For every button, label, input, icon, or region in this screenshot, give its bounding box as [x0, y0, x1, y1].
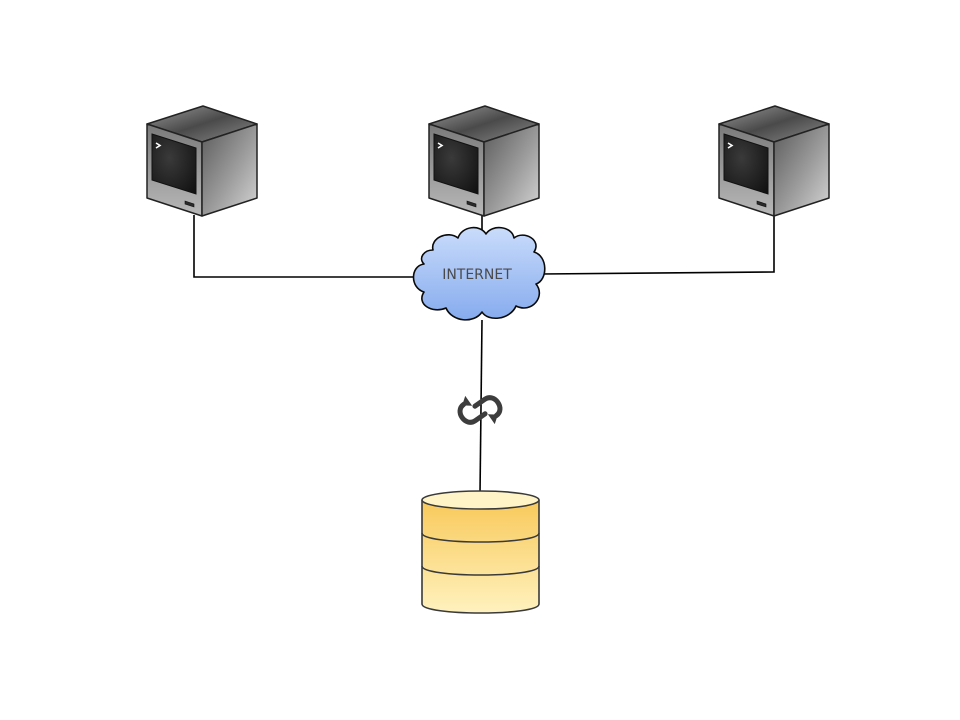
- internet-cloud[interactable]: INTERNET: [412, 226, 546, 321]
- database-icon: [421, 490, 540, 614]
- link-database: [479, 319, 483, 495]
- cloud-icon: [412, 226, 546, 321]
- connection-lines: [193, 215, 775, 495]
- link-left-terminal: [193, 215, 420, 278]
- terminal-server-icon: [718, 105, 830, 217]
- terminal-server-icon: [146, 105, 258, 217]
- terminal-center[interactable]: [428, 105, 540, 217]
- database[interactable]: [421, 490, 540, 614]
- cloud-label: INTERNET: [442, 267, 512, 283]
- terminal-server-icon: [428, 105, 540, 217]
- link-right-terminal: [540, 215, 775, 275]
- terminal-right[interactable]: [718, 105, 830, 217]
- terminal-left[interactable]: [146, 105, 258, 217]
- sync-link-icon: [457, 395, 503, 425]
